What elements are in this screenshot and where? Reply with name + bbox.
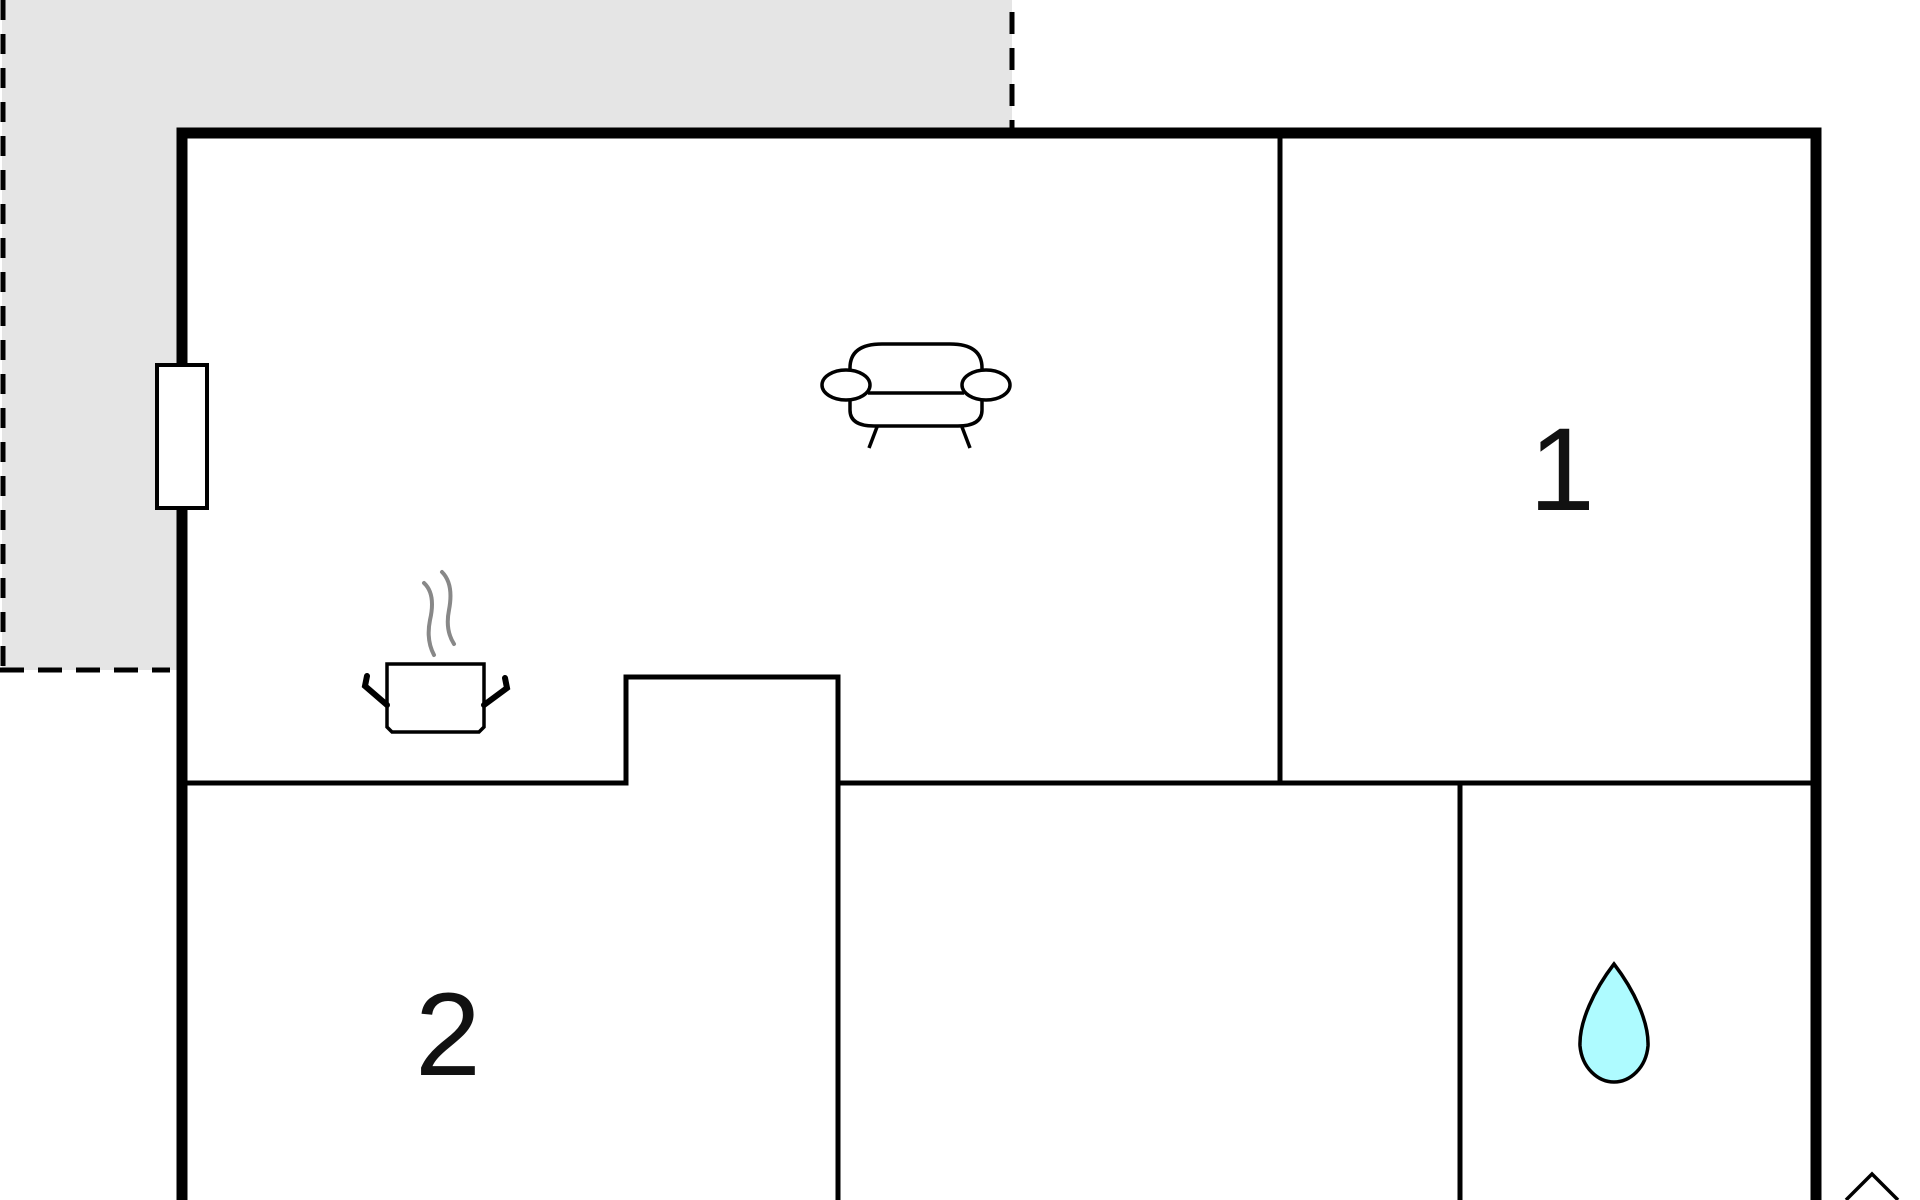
entrance-arrow-icon: [1844, 1171, 1900, 1200]
outer-walls: [176, 127, 1822, 1200]
room-number-2: 2: [415, 969, 481, 1101]
sofa-icon: [820, 342, 1012, 449]
wall-living-bottom: [182, 674, 841, 1200]
outer-wall: [176, 127, 1822, 1200]
water-drop-icon: [1578, 961, 1650, 1084]
terrace: [0, 0, 1015, 673]
window: [155, 363, 209, 510]
room-number-1: 1: [1529, 404, 1595, 536]
cooking-pot-icon: [361, 570, 511, 734]
interior-walls: [182, 133, 1816, 1200]
